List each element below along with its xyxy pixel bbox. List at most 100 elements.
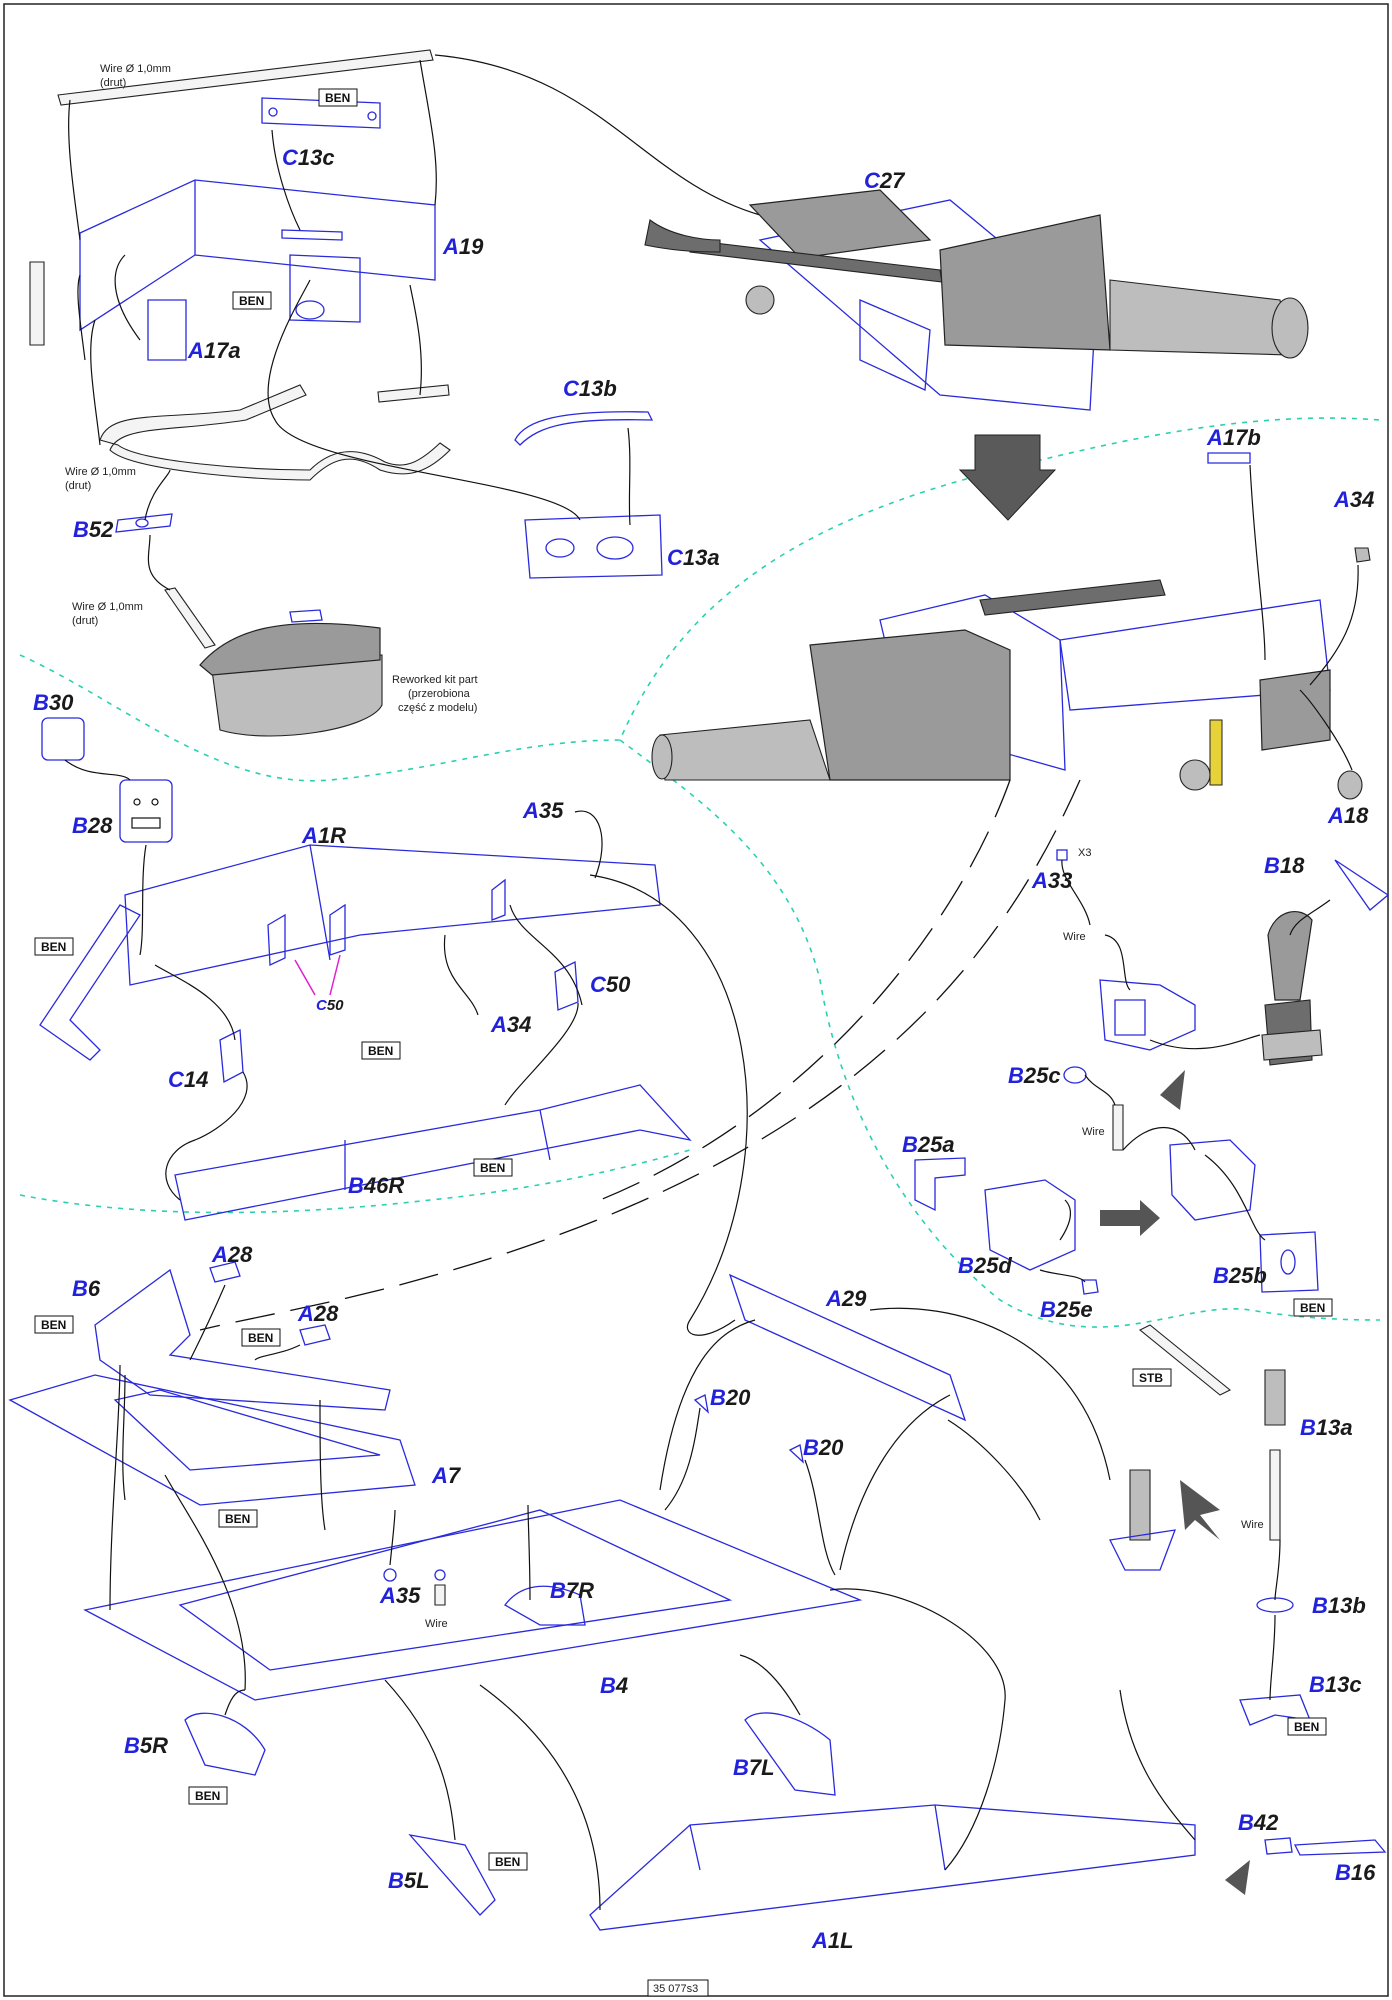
sheet-code: 35 077s3 bbox=[647, 1979, 709, 1997]
svg-text:BEN: BEN bbox=[1300, 1301, 1325, 1315]
svg-text:BEN: BEN bbox=[41, 940, 66, 954]
svg-text:BEN: BEN bbox=[225, 1512, 250, 1526]
svg-text:BEN: BEN bbox=[368, 1044, 393, 1058]
label-A35-bottom: A35 bbox=[379, 1583, 421, 1608]
callout-C50 bbox=[294, 954, 341, 996]
label-B18: B18 bbox=[1264, 853, 1305, 878]
label-A1R: A1R bbox=[301, 823, 346, 848]
note-wire-b25c: Wire bbox=[1082, 1126, 1105, 1138]
brace-B7L bbox=[744, 1712, 836, 1796]
svg-text:STB: STB bbox=[1139, 1371, 1163, 1385]
side-panel-A1R bbox=[39, 844, 661, 1061]
beam-A29 bbox=[728, 1273, 967, 1422]
label-C50: C50 bbox=[590, 972, 631, 997]
label-B4: B4 bbox=[600, 1673, 628, 1698]
plate-A7 bbox=[8, 1374, 416, 1506]
label-B25b: B25b bbox=[1213, 1263, 1267, 1288]
label-C13a: C13a bbox=[667, 545, 720, 570]
label-B30: B30 bbox=[33, 690, 74, 715]
parts-A28 bbox=[209, 1261, 331, 1346]
label-B5R: B5R bbox=[124, 1733, 168, 1758]
parts-B20 bbox=[693, 1394, 804, 1464]
gun-mount-C27 bbox=[434, 54, 1309, 411]
label-A17b: A17b bbox=[1206, 425, 1261, 450]
note-drut-low: (drut) bbox=[72, 615, 98, 627]
note-drut-top: (drut) bbox=[100, 77, 126, 89]
label-B13b: B13b bbox=[1312, 1593, 1366, 1618]
part-B13b bbox=[1256, 1597, 1294, 1613]
part-A33 bbox=[1056, 849, 1068, 861]
gun-mount-assembled bbox=[651, 579, 1331, 791]
plate-B6 bbox=[94, 1268, 391, 1411]
plate-C13b bbox=[514, 411, 654, 446]
label-B25a: B25a bbox=[902, 1132, 955, 1157]
brace-B5L bbox=[408, 1834, 496, 1916]
beam-B46R bbox=[174, 1084, 692, 1221]
svg-text:BEN: BEN bbox=[325, 91, 350, 105]
part-B28 bbox=[119, 779, 173, 843]
tag-ben: BEN bbox=[241, 1328, 281, 1347]
svg-text:BEN: BEN bbox=[41, 1318, 66, 1332]
wire-rod-top bbox=[29, 49, 450, 403]
assembly-arrow bbox=[958, 434, 1057, 521]
note-wire-b13: Wire bbox=[1241, 1519, 1264, 1531]
shield-A19 bbox=[79, 179, 436, 361]
label-A19: A19 bbox=[442, 234, 484, 259]
label-A33: A33 bbox=[1031, 868, 1072, 893]
reworked-basket bbox=[164, 587, 383, 737]
zone-divider bbox=[619, 739, 1381, 1328]
part-B25c bbox=[1063, 1066, 1124, 1151]
label-B7R: B7R bbox=[550, 1578, 594, 1603]
parts-B42-B16 bbox=[1225, 1837, 1387, 1895]
tag-ben: BEN bbox=[473, 1158, 513, 1177]
part-C50 bbox=[554, 960, 579, 1011]
floor-B4 bbox=[83, 1499, 863, 1701]
tag-ben: BEN bbox=[1287, 1717, 1327, 1736]
label-B13a: B13a bbox=[1300, 1415, 1353, 1440]
side-panel-A1L bbox=[589, 1804, 1196, 1931]
label-C13b: C13b bbox=[563, 376, 617, 401]
notes: Wire Ø 1,0mm (drut) Wire Ø 1,0mm (drut) … bbox=[65, 63, 1264, 1630]
note-wire-mid: Wire Ø 1,0mm bbox=[65, 466, 136, 478]
label-B52: B52 bbox=[73, 517, 114, 542]
svg-text:BEN: BEN bbox=[495, 1855, 520, 1869]
label-B28: B28 bbox=[72, 813, 113, 838]
note-reworked-3: część z modelu) bbox=[398, 702, 477, 714]
note-wire-a35: Wire bbox=[425, 1618, 448, 1630]
tag-ben: BEN bbox=[34, 1315, 74, 1334]
brace-B7R bbox=[504, 1585, 586, 1626]
note-reworked-1: Reworked kit part bbox=[392, 674, 478, 686]
svg-text:BEN: BEN bbox=[248, 1331, 273, 1345]
label-B20-a: B20 bbox=[710, 1385, 751, 1410]
leader-lines bbox=[64, 59, 1359, 1911]
label-B5L: B5L bbox=[388, 1868, 430, 1893]
tag-ben: BEN bbox=[218, 1509, 258, 1528]
part-B13a bbox=[1138, 1324, 1286, 1541]
label-C14: C14 bbox=[168, 1067, 208, 1092]
label-C27: C27 bbox=[864, 168, 906, 193]
tag-ben: BEN bbox=[318, 88, 358, 107]
part-A18 bbox=[1337, 770, 1363, 800]
svg-text:BEN: BEN bbox=[239, 294, 264, 308]
brace-B5R bbox=[184, 1712, 266, 1776]
label-B20-b: B20 bbox=[803, 1435, 844, 1460]
tag-ben: BEN bbox=[232, 291, 272, 310]
part-labels: C13c A19 A17a C27 C13b C13a B52 A17b A34… bbox=[33, 145, 1376, 1953]
zone-divider bbox=[19, 417, 1381, 782]
svg-text:BEN: BEN bbox=[480, 1161, 505, 1175]
part-A34-top bbox=[1354, 547, 1371, 563]
note-drut-mid: (drut) bbox=[65, 480, 91, 492]
svg-text:BEN: BEN bbox=[1294, 1720, 1319, 1734]
assembly-B13 bbox=[1109, 1469, 1220, 1571]
bracket-B25a bbox=[914, 1157, 1076, 1271]
label-B25e: B25e bbox=[1040, 1297, 1093, 1322]
label-A28-b: A28 bbox=[297, 1301, 339, 1326]
tag-ben: BEN bbox=[188, 1786, 228, 1805]
label-B42: B42 bbox=[1238, 1810, 1279, 1835]
label-A7: A7 bbox=[431, 1463, 462, 1488]
label-B13c: B13c bbox=[1309, 1672, 1362, 1697]
tag-ben: BEN bbox=[361, 1041, 401, 1060]
tag-stb: STB bbox=[1132, 1368, 1172, 1387]
